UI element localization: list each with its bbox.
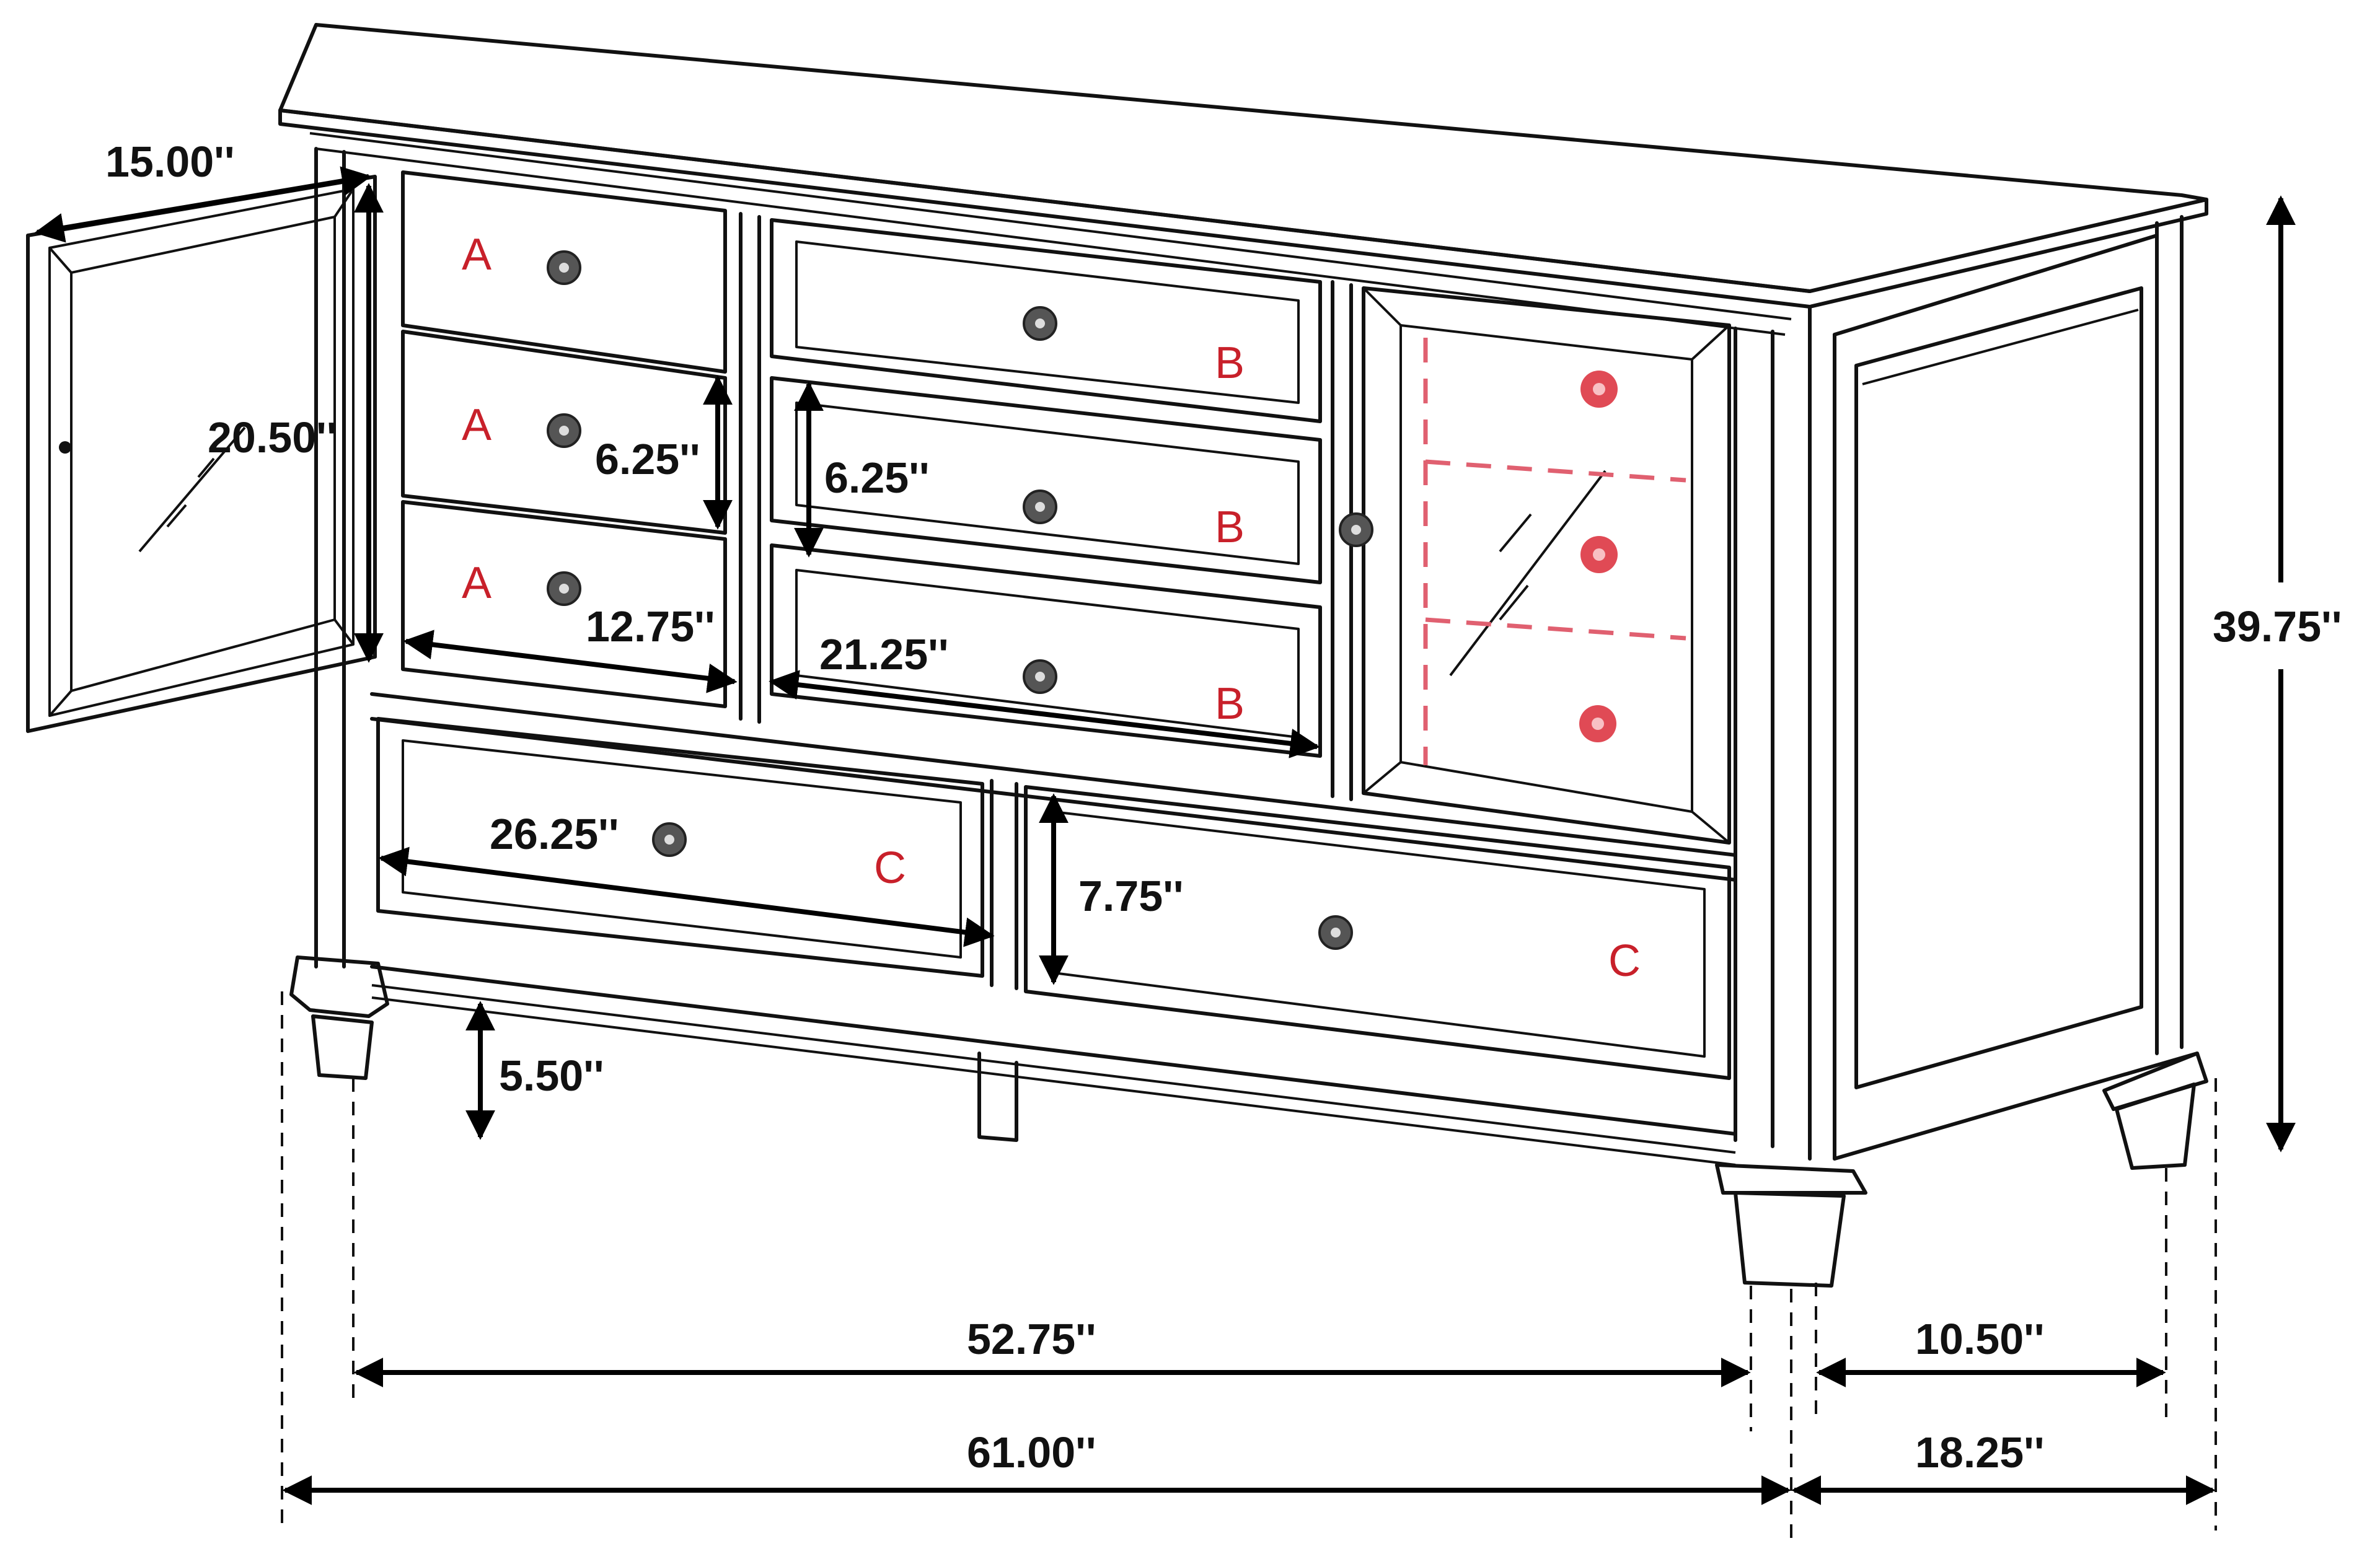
- right-door-knob[interactable]: [1339, 512, 1373, 547]
- dim-overall-width: 61.00'': [967, 1428, 1096, 1477]
- drawer-label-b3: B: [1215, 679, 1245, 729]
- dresser-legs: [289, 955, 2208, 1288]
- interior-drawer-knob-1: [1580, 371, 1618, 408]
- drawer-a2-knob[interactable]: [547, 413, 581, 448]
- dim-drawer-b-width: 21.25'': [819, 630, 948, 678]
- right-glass-door: [1339, 286, 1731, 845]
- dresser-top: [278, 23, 2208, 336]
- drawer-b3-knob[interactable]: [1023, 659, 1057, 694]
- dresser-front-frame: [314, 147, 1774, 1166]
- drawer-label-c2: C: [1608, 936, 1641, 986]
- drawer-label-a2: A: [462, 400, 491, 450]
- drawer-label-c1: C: [874, 843, 906, 893]
- drawer-c2-knob[interactable]: [1318, 915, 1353, 950]
- dim-overall-height: 39.75'': [2213, 602, 2342, 651]
- dim-door-height: 20.50'': [208, 413, 337, 462]
- drawer-b2-knob[interactable]: [1023, 490, 1057, 524]
- drawer-label-b2: B: [1215, 503, 1245, 552]
- dim-drawer-a-height: 6.25'': [595, 435, 700, 483]
- drawer-c1-knob[interactable]: [652, 822, 687, 857]
- dim-drawer-c-width: 26.25'': [490, 810, 619, 858]
- left-door-hinge-dot: [59, 441, 71, 454]
- dim-drawer-c-height: 7.75'': [1078, 872, 1184, 920]
- dim-drawer-a-width: 12.75'': [586, 602, 715, 651]
- dimension-labels: 15.00'' 20.50'' 6.25'' 12.75'' 6.25'' 21…: [105, 138, 2342, 1477]
- drawer-a1-knob[interactable]: [547, 250, 581, 285]
- drawer-column-a: A A A: [401, 170, 727, 708]
- shelf-dashed-lines: [1423, 338, 1686, 765]
- interior-drawer-knob-2: [1580, 536, 1618, 573]
- dim-inner-leg-width: 52.75'': [967, 1315, 1096, 1363]
- dim-leg-clearance: 5.50'': [499, 1052, 604, 1100]
- dim-inner-leg-depth: 10.50'': [1915, 1315, 2044, 1363]
- drawer-a3-knob[interactable]: [547, 571, 581, 606]
- drawer-b1-knob[interactable]: [1023, 306, 1057, 341]
- dimension-arrows: [34, 166, 2296, 1505]
- dresser-side-panel: [1808, 215, 2184, 1161]
- interior-drawer-knob-3: [1579, 705, 1616, 742]
- drawer-label-b1: B: [1215, 338, 1245, 388]
- extension-lines: [281, 991, 2217, 1543]
- dim-drawer-b-height: 6.25'': [824, 454, 930, 502]
- dim-door-width: 15.00'': [105, 138, 234, 186]
- drawer-label-a3: A: [462, 558, 491, 608]
- dim-overall-depth: 18.25'': [1915, 1428, 2044, 1477]
- drawer-label-a1: A: [462, 230, 491, 279]
